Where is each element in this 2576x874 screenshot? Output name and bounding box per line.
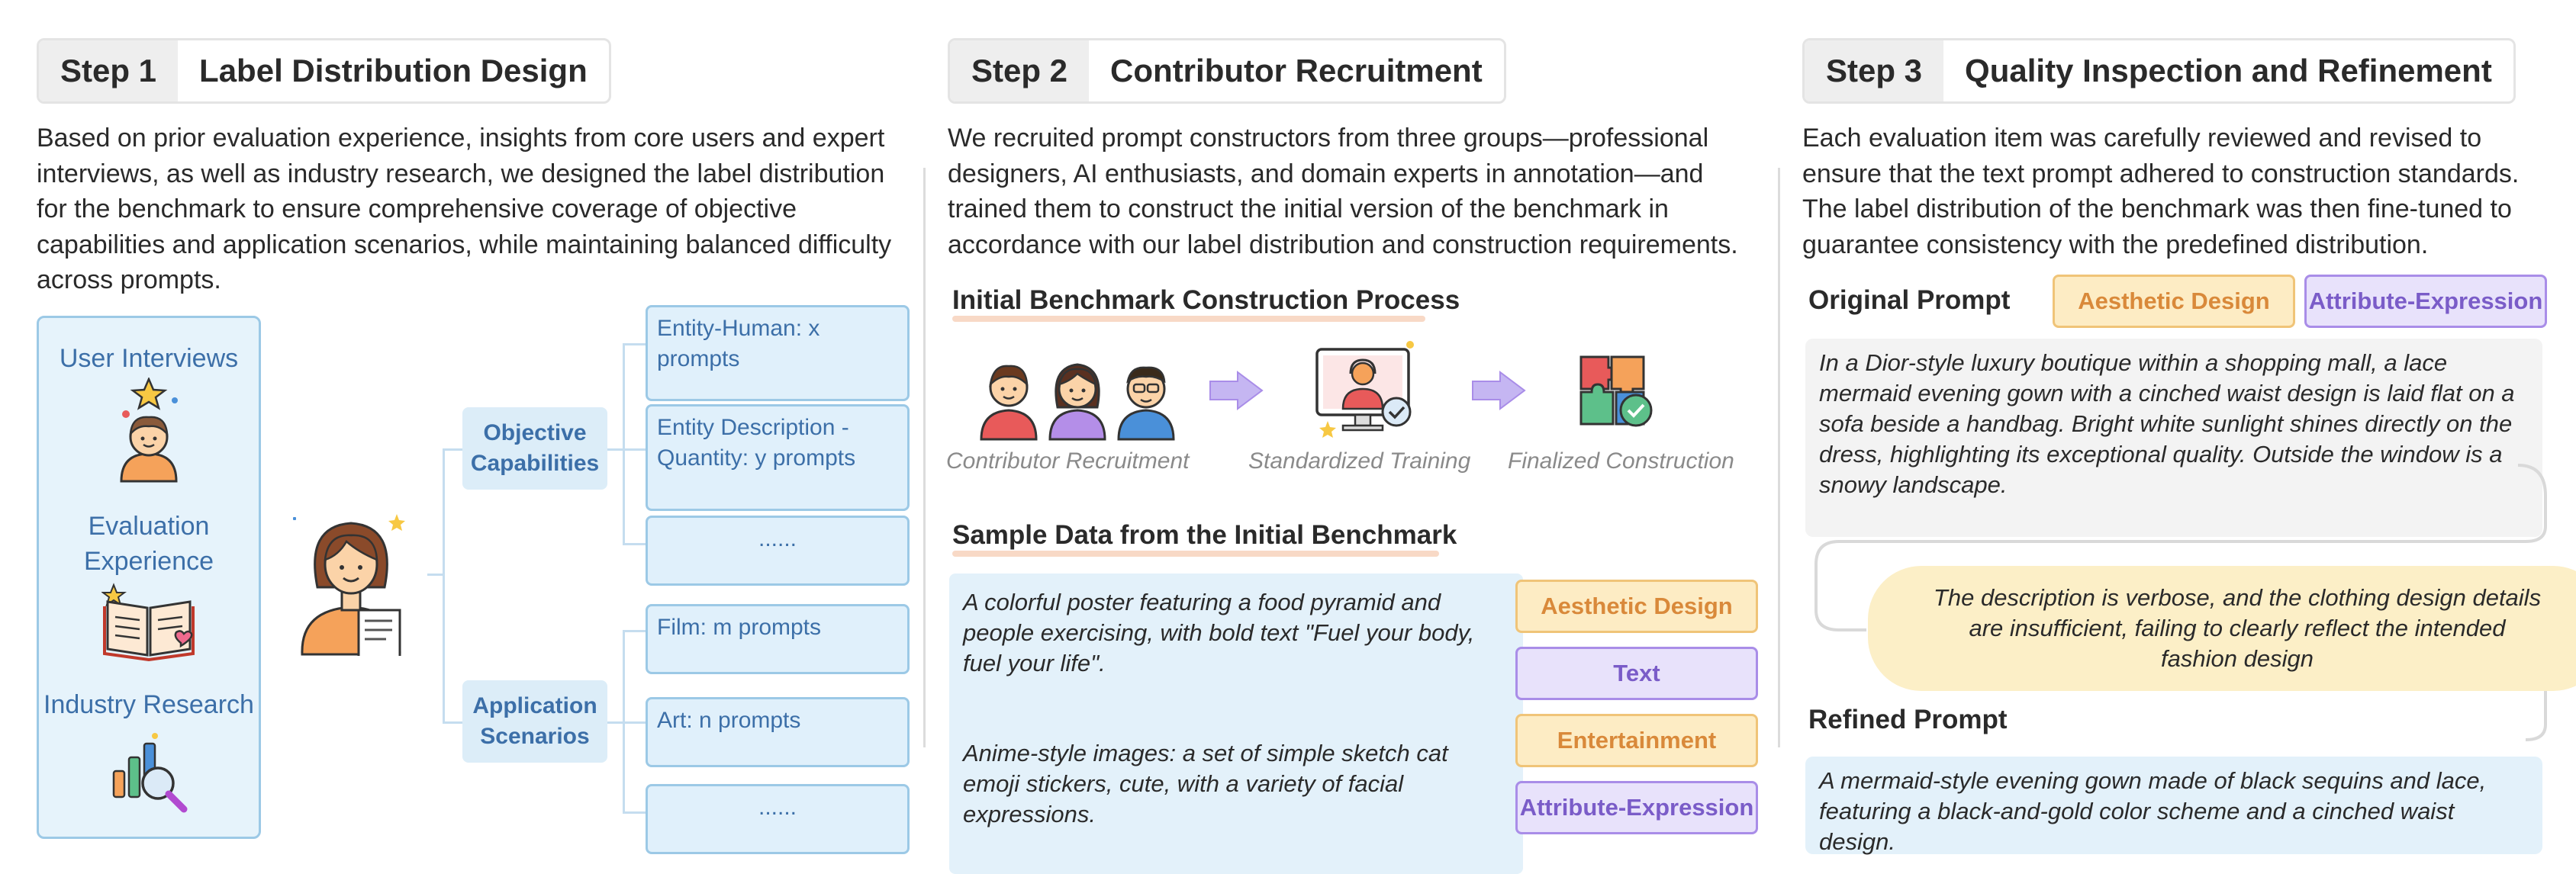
step3-description: Each evaluation item was carefully revie… [1802,124,2520,259]
source-evaluation-experience: Evaluation Experience [83,512,214,576]
sources-panel: User Interviews Evaluation Experience In… [37,316,261,839]
leaf-entity-description-quantity: Entity Description - Quantity: y prompts [646,404,910,511]
step1-title: Label Distribution Design [199,53,588,88]
sample-prompt-1: A colorful poster featuring a food pyram… [949,574,1523,726]
tag-entertainment: Entertainment [1515,714,1758,767]
step2-number: Step 2 [950,40,1090,101]
leaf-more-objective: ...... [646,516,910,586]
original-tag-attribute-expression: Attribute-Expression [2304,275,2547,328]
sample-heading: Sample Data from the Initial Benchmark [952,520,1457,550]
source-user-interviews: User Interviews [59,344,239,373]
category-objective-capabilities: Objective Capabilities [462,407,607,490]
book-icon [101,583,195,661]
original-prompt-text: In a Dior-style luxury boutique within a… [1805,339,2542,537]
original-tag-aesthetic-design: Aesthetic Design [2053,275,2295,328]
leaf-art: Art: n prompts [646,697,910,767]
puzzle-check-icon [1579,355,1653,427]
step2-header: Step 2 Contributor Recruitment [948,38,1506,104]
tag-attribute-expression: Attribute-Expression [1515,781,1758,834]
divider-1 [923,168,926,747]
tag-aesthetic-design: Aesthetic Design [1515,580,1758,633]
sample-prompt-2: Anime-style images: a set of simple sket… [949,715,1523,874]
user-interview-icon [120,378,178,483]
refined-prompt-heading: Refined Prompt [1808,705,2008,734]
designer-person-icon [293,514,405,656]
step3-number: Step 3 [1805,40,1944,101]
review-feedback: The description is verbose, and the clot… [1868,566,2576,691]
training-monitor-icon [1315,341,1414,438]
refined-prompt-text: A mermaid-style evening gown made of bla… [1805,757,2542,855]
contributors-icon [980,363,1175,441]
arrow-right-icon [1472,371,1526,410]
leaf-film: Film: m prompts [646,604,910,674]
step1-description: Based on prior evaluation experience, in… [37,124,892,294]
step2-title: Contributor Recruitment [1110,53,1483,88]
step1-header: Step 1 Label Distribution Design [37,38,611,104]
process-heading: Initial Benchmark Construction Process [952,285,1460,315]
step3-title: Quality Inspection and Refinement [1965,53,2492,88]
research-chart-icon [112,733,188,813]
original-prompt-heading: Original Prompt [1808,285,2011,315]
category-application-scenarios: Application Scenarios [462,680,607,763]
tag-text: Text [1515,647,1758,700]
step2-description: We recruited prompt constructors from th… [948,124,1738,259]
step1-number: Step 1 [39,40,179,101]
source-industry-research: Industry Research [43,690,254,719]
divider-2 [1778,168,1780,747]
process-step-construction: Finalized Construction [1508,448,1734,474]
process-step-training: Standardized Training [1248,448,1471,474]
step3-header: Step 3 Quality Inspection and Refinement [1802,38,2516,104]
arrow-right-icon [1209,371,1264,410]
leaf-more-scenarios: ...... [646,784,910,854]
process-step-recruitment: Contributor Recruitment [946,448,1190,474]
leaf-entity-human: Entity-Human: x prompts [646,305,910,401]
